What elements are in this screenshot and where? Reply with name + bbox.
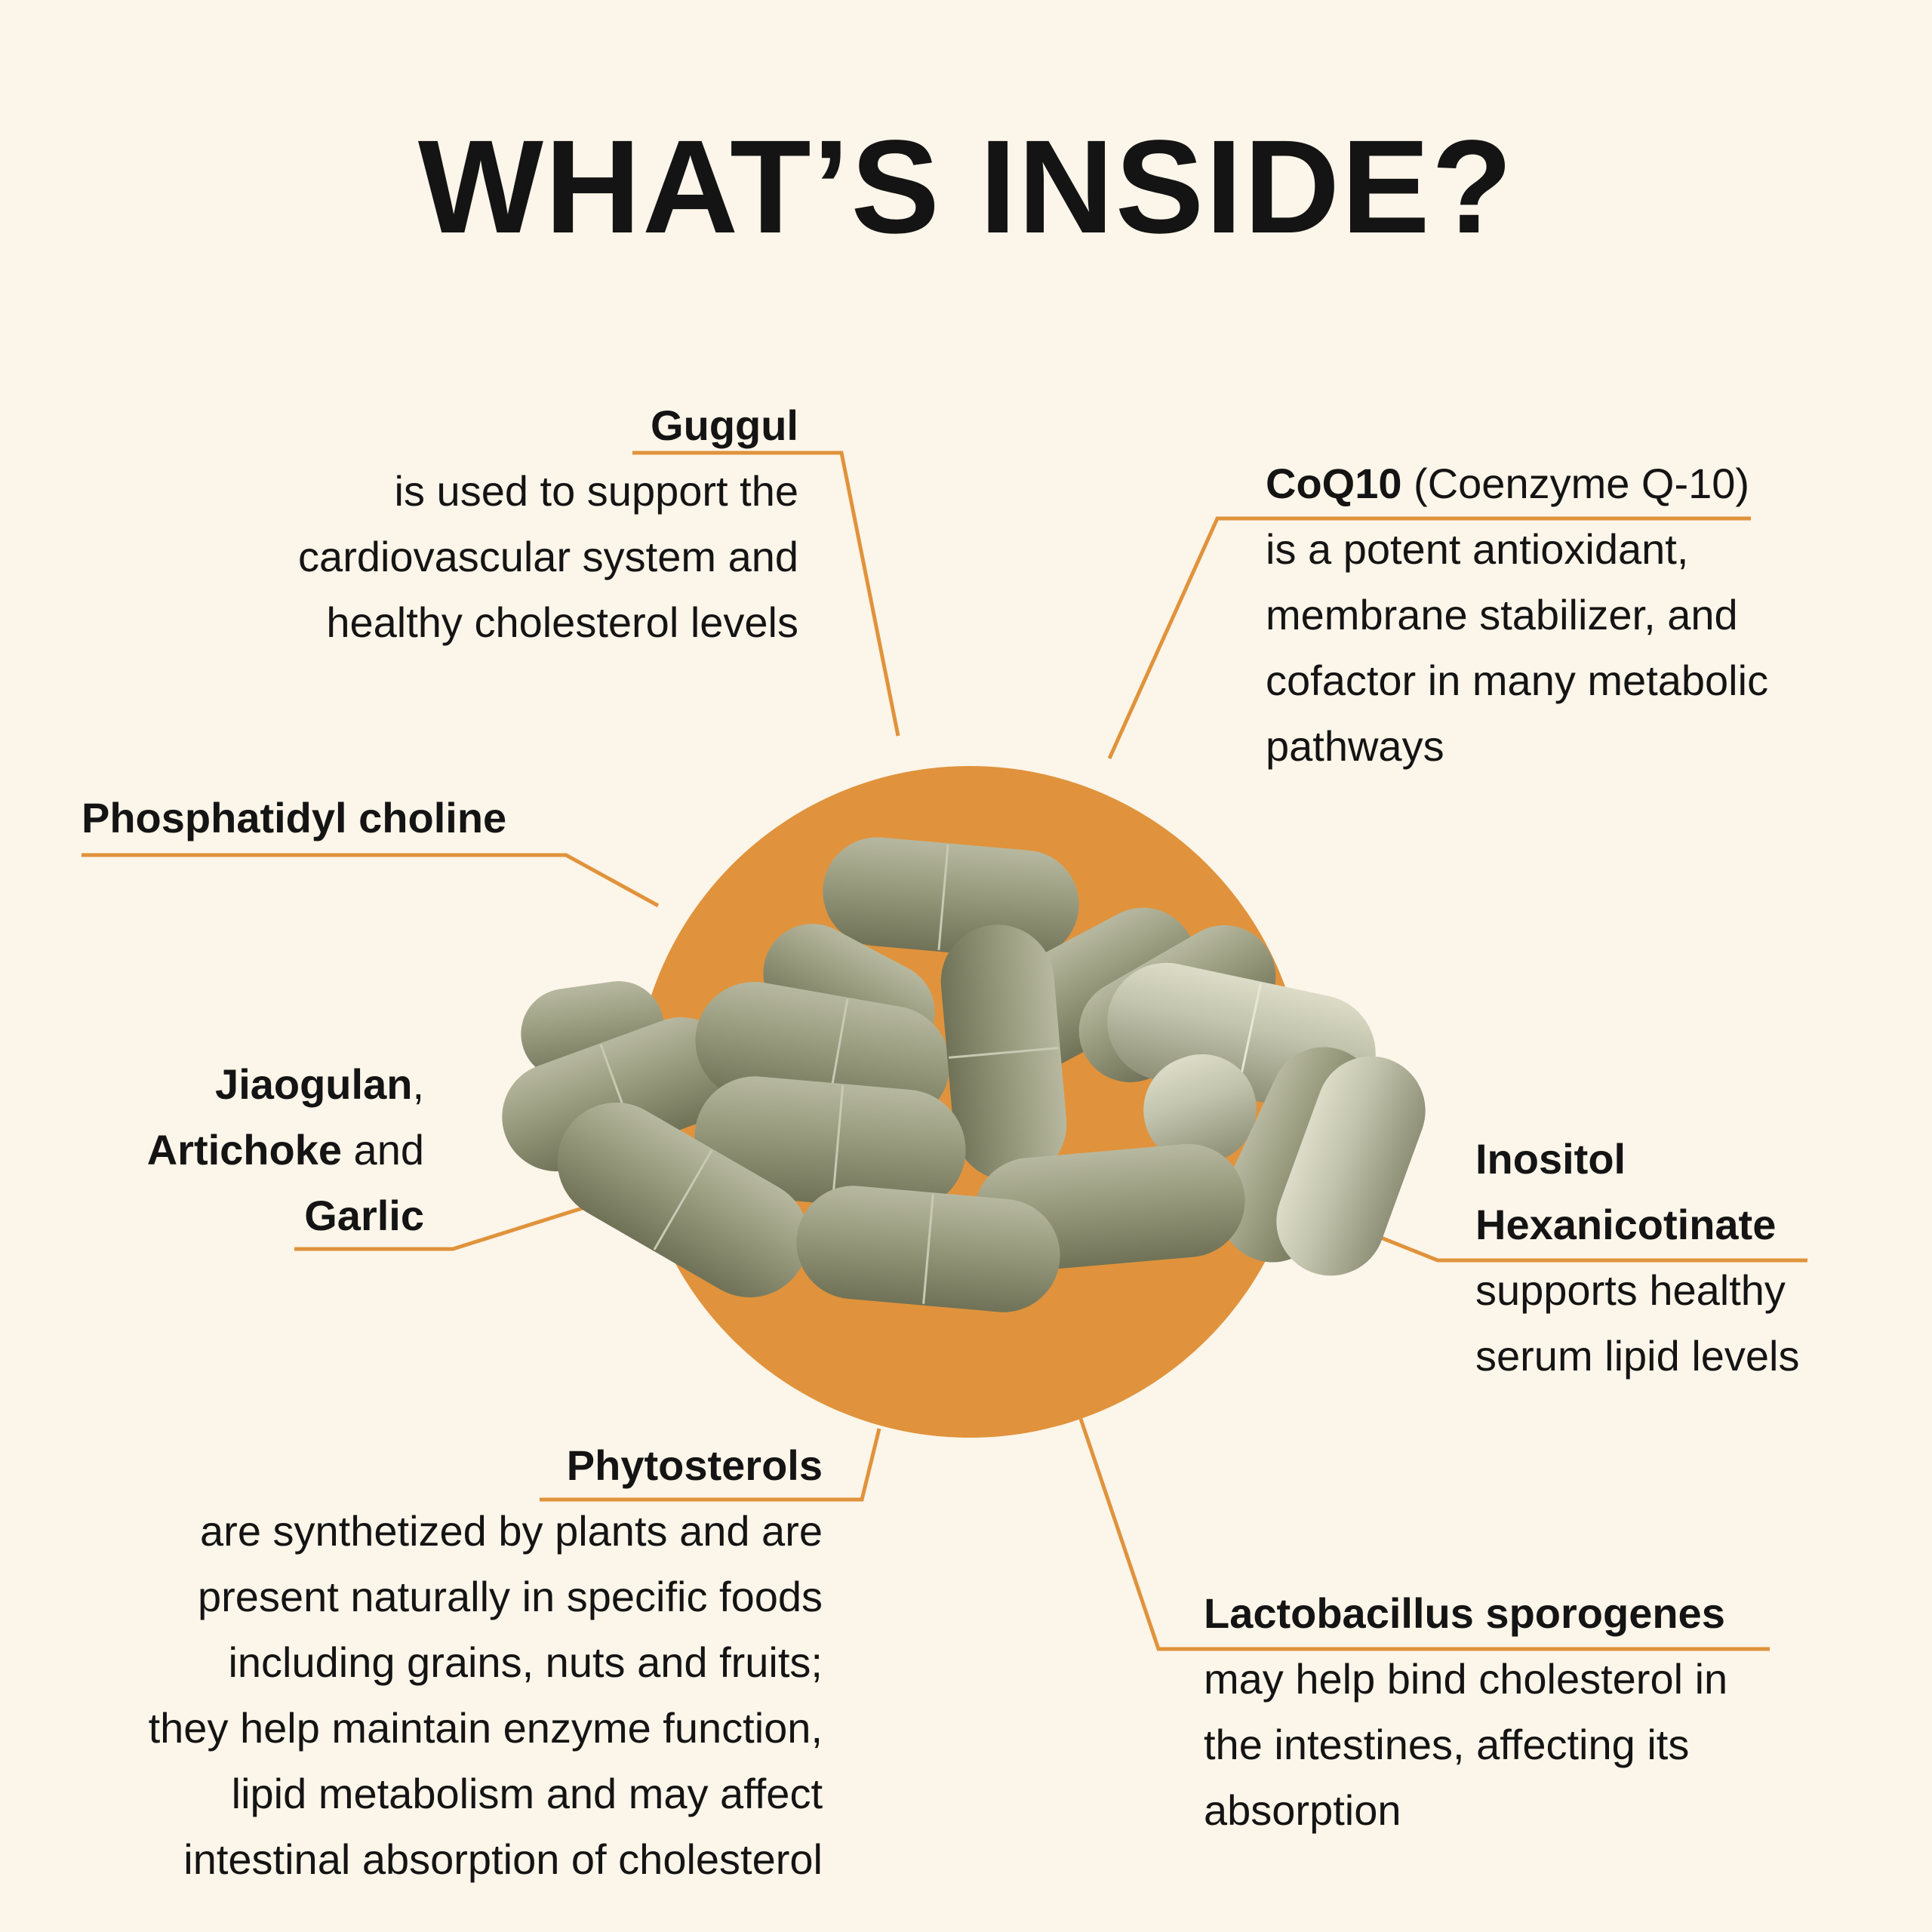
capsule	[796, 1186, 1060, 1312]
phytosterols-name: Phytosterols	[566, 1441, 823, 1489]
coq10-connector	[1107, 516, 1751, 760]
phytosterols-description-line: are synthetized by plants and are	[200, 1507, 823, 1555]
inositol-name: Hexanicotinate	[1475, 1201, 1777, 1248]
phytosterols-description-line: present naturally in specific foods	[198, 1573, 823, 1620]
phytosterols-description-line: lipid metabolism and may affect	[231, 1770, 823, 1817]
guggul-description-line: is used to support the	[394, 467, 798, 515]
jiaogulan-name: Jiaogulan	[215, 1060, 413, 1108]
guggul-description-line: cardiovascular system and	[298, 533, 798, 580]
jiaogulan-separator: ,	[412, 1060, 424, 1108]
artichoke-name: Artichoke	[146, 1126, 342, 1174]
inositol-name: Inositol	[1475, 1135, 1626, 1183]
inositol-description-line: supports healthy	[1475, 1266, 1786, 1314]
coq10-name: CoQ10	[1266, 460, 1402, 507]
lactobacillus-description-line: may help bind cholesterol in	[1204, 1655, 1728, 1703]
inositol-connector	[1365, 1229, 1807, 1263]
page-title: WHAT’S INSIDE?	[417, 113, 1515, 261]
lactobacillus-name: Lactobacillus sporogenes	[1204, 1589, 1725, 1637]
capsule	[1276, 1056, 1426, 1276]
coq10-description-line: membrane stabilizer, and	[1266, 591, 1738, 638]
garlic-name: Garlic	[304, 1192, 424, 1239]
jiaogulan-block: Jiaogulan, Artichoke and Garlic	[17, 1051, 424, 1248]
capsule	[940, 924, 1067, 1181]
phytosterols-description-line: they help maintain enzyme function,	[148, 1704, 823, 1752]
coq10-description-line: pathways	[1266, 722, 1444, 770]
jiaogulan-connector	[294, 1199, 605, 1251]
guggul-name: Guggul	[651, 401, 798, 449]
coq10-name-suffix: (Coenzyme Q-10)	[1401, 460, 1750, 507]
phytosterols-connector	[540, 1428, 881, 1502]
phytosterols-description-line: including grains, nuts and fruits;	[228, 1638, 823, 1686]
phytosterols-block: Phytosterols are synthetized by plants a…	[30, 1432, 823, 1892]
phytosterols-description-line: intestinal absorption of cholesterol	[183, 1835, 823, 1883]
artichoke-separator: and	[342, 1126, 424, 1174]
guggul-block: Guggul is used to support the cardiovasc…	[44, 392, 798, 655]
connector-lines	[82, 451, 1807, 1651]
lactobacillus-connector	[1078, 1418, 1770, 1651]
phosphatidyl-name: Phosphatidyl choline	[82, 794, 507, 841]
coq10-description-line: is a potent antioxidant,	[1266, 525, 1689, 573]
lactobacillus-block: Lactobacillus sporogenes may help bind c…	[1204, 1580, 1906, 1843]
lactobacillus-description-line: the intestines, affecting its	[1204, 1721, 1690, 1768]
capsule	[694, 1076, 966, 1211]
phosphatidyl-block: Phosphatidyl choline	[82, 785, 761, 851]
phosphatidyl-connector	[82, 853, 660, 908]
lactobacillus-description-line: absorption	[1204, 1786, 1401, 1834]
guggul-description-line: healthy cholesterol levels	[326, 598, 798, 646]
capsule-pile	[502, 837, 1426, 1312]
coq10-description-line: cofactor in many metabolic	[1266, 657, 1769, 704]
inositol-description-line: serum lipid levels	[1475, 1332, 1800, 1380]
coq10-block: CoQ10 (Coenzyme Q-10) is a potent antiox…	[1266, 451, 1915, 779]
guggul-connector	[632, 451, 900, 737]
capsule	[557, 1103, 809, 1297]
inositol-block: Inositol Hexanicotinate supports healthy…	[1475, 1126, 1921, 1389]
capsule	[1143, 1054, 1257, 1165]
